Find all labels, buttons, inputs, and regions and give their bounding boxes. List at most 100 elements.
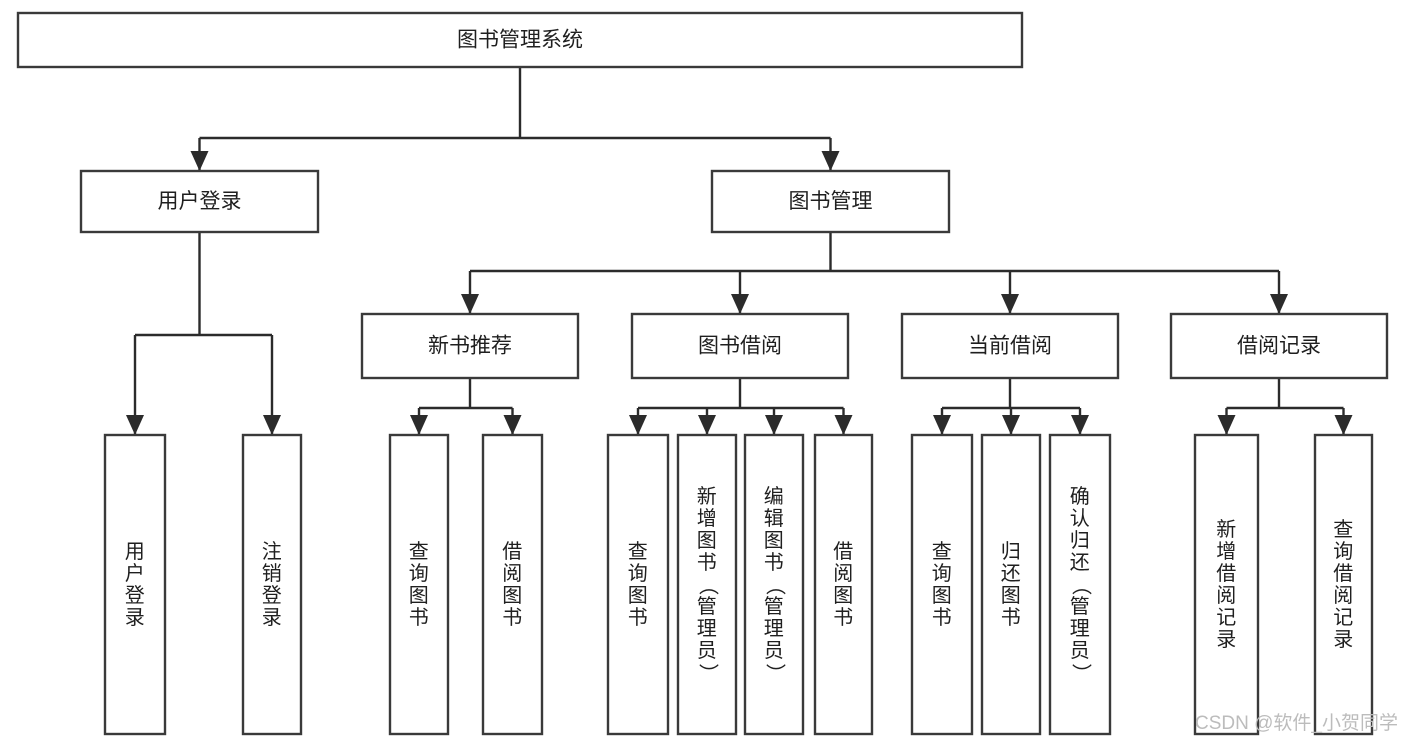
node-box-root	[16, 11, 1024, 69]
node-label-confirm-return-admin: 认	[1070, 507, 1091, 530]
node-label-query-book-recommend: 查	[409, 540, 430, 563]
node-label-borrow-book-action: 阅	[833, 562, 854, 585]
arrow-head-icon	[263, 415, 281, 435]
node-label-add-book-admin: ）	[697, 663, 720, 684]
node-label-add-book-admin: 增	[697, 507, 718, 530]
arrow-head-icon	[126, 415, 144, 435]
node-label-borrow-book-recommend: 图	[502, 585, 523, 607]
node-label-user-logout: 销	[262, 562, 283, 585]
node-label-book-borrow: 图书借阅	[698, 335, 782, 358]
node-label-add-book-admin: 新	[697, 485, 718, 508]
node-box-book-management	[710, 169, 951, 234]
node-box-user-login-do	[103, 433, 167, 736]
node-label-add-borrow-record: 录	[1216, 629, 1237, 651]
node-borrow-record[interactable]: 借阅记录	[1169, 312, 1389, 380]
node-label-add-borrow-record: 记	[1216, 606, 1237, 629]
node-label-borrow-book-recommend: 书	[502, 606, 523, 629]
node-label-query-book-current: 查	[932, 540, 953, 563]
node-box-confirm-return-admin	[1048, 433, 1112, 736]
node-label-query-borrow-record: 记	[1333, 606, 1354, 629]
node-box-query-book-current	[910, 433, 974, 736]
arrow-head-icon	[765, 415, 783, 435]
arrow-head-icon	[1217, 415, 1236, 435]
node-box-borrow-record	[1169, 312, 1389, 380]
node-new-book-recommend[interactable]: 新书推荐	[360, 312, 580, 380]
node-box-query-book-recommend	[388, 433, 450, 736]
arrow-head-icon	[1071, 415, 1089, 435]
node-label-user-login-do: 录	[125, 607, 146, 629]
node-label-add-book-admin: 员	[697, 640, 718, 662]
node-label-new-book-recommend: 新书推荐	[428, 335, 512, 358]
node-label-user-logout: 登	[262, 584, 283, 607]
node-label-query-book-current: 书	[932, 606, 953, 629]
node-label-edit-book-admin: 编	[764, 485, 785, 508]
node-user-login-do[interactable]: 用户登录	[103, 433, 167, 736]
node-label-query-book-borrow: 询	[628, 562, 649, 585]
node-label-return-book: 图	[1001, 585, 1022, 607]
node-label-borrow-book-recommend: 借	[502, 540, 523, 563]
node-label-add-book-admin: 书	[697, 551, 718, 574]
node-label-edit-book-admin: 员	[764, 640, 785, 662]
arrow-head-icon	[190, 151, 209, 171]
arrow-head-icon	[1270, 294, 1288, 314]
node-user-login[interactable]: 用户登录	[79, 169, 320, 234]
arrow-head-icon	[1334, 415, 1353, 435]
node-book-management[interactable]: 图书管理	[710, 169, 951, 234]
node-label-edit-book-admin: 图	[764, 530, 785, 552]
node-box-borrow-book-action	[813, 433, 874, 736]
node-root[interactable]: 图书管理系统	[16, 11, 1024, 69]
node-label-confirm-return-admin: 理	[1070, 618, 1091, 640]
arrow-head-icon	[410, 415, 428, 435]
arrow-head-icon	[834, 415, 853, 435]
node-label-add-book-admin: 管	[697, 595, 718, 618]
node-label-add-book-admin: （	[697, 575, 720, 596]
node-label-edit-book-admin: （	[764, 575, 787, 596]
node-label-current-borrow: 当前借阅	[968, 335, 1052, 358]
node-box-user-logout	[241, 433, 303, 736]
node-label-add-borrow-record: 新	[1216, 518, 1237, 541]
node-box-add-book-admin	[676, 433, 738, 736]
node-label-user-logout: 录	[262, 607, 283, 629]
node-label-confirm-return-admin: 归	[1070, 529, 1091, 552]
node-label-edit-book-admin: 辑	[764, 507, 785, 530]
node-label-query-book-borrow: 查	[628, 540, 649, 563]
node-label-borrow-book-action: 图	[833, 585, 854, 607]
node-book-borrow[interactable]: 图书借阅	[630, 312, 850, 380]
arrow-head-icon	[461, 294, 479, 314]
node-label-confirm-return-admin: 确	[1070, 485, 1091, 508]
node-label-add-borrow-record: 借	[1216, 562, 1237, 585]
node-label-user-login-do: 用	[125, 541, 146, 563]
node-label-borrow-book-action: 借	[833, 540, 854, 563]
node-box-return-book	[980, 433, 1042, 736]
node-current-borrow[interactable]: 当前借阅	[900, 312, 1120, 380]
node-label-query-book-recommend: 图	[409, 585, 430, 607]
node-label-user-login: 用户登录	[158, 190, 242, 213]
node-label-query-book-recommend: 书	[409, 606, 430, 629]
connector-layer	[126, 67, 1353, 435]
node-label-add-book-admin: 理	[697, 618, 718, 640]
node-label-confirm-return-admin: （	[1070, 575, 1093, 596]
node-label-borrow-book-action: 书	[833, 606, 854, 629]
node-label-confirm-return-admin: ）	[1070, 663, 1093, 684]
node-label-borrow-book-recommend: 阅	[502, 562, 523, 585]
arrow-head-icon	[503, 415, 522, 435]
node-label-book-management: 图书管理	[789, 190, 873, 213]
node-box-book-borrow	[630, 312, 850, 380]
node-box-user-login	[79, 169, 320, 234]
node-box-edit-book-admin	[743, 433, 805, 736]
node-box-borrow-book-recommend	[481, 433, 544, 736]
